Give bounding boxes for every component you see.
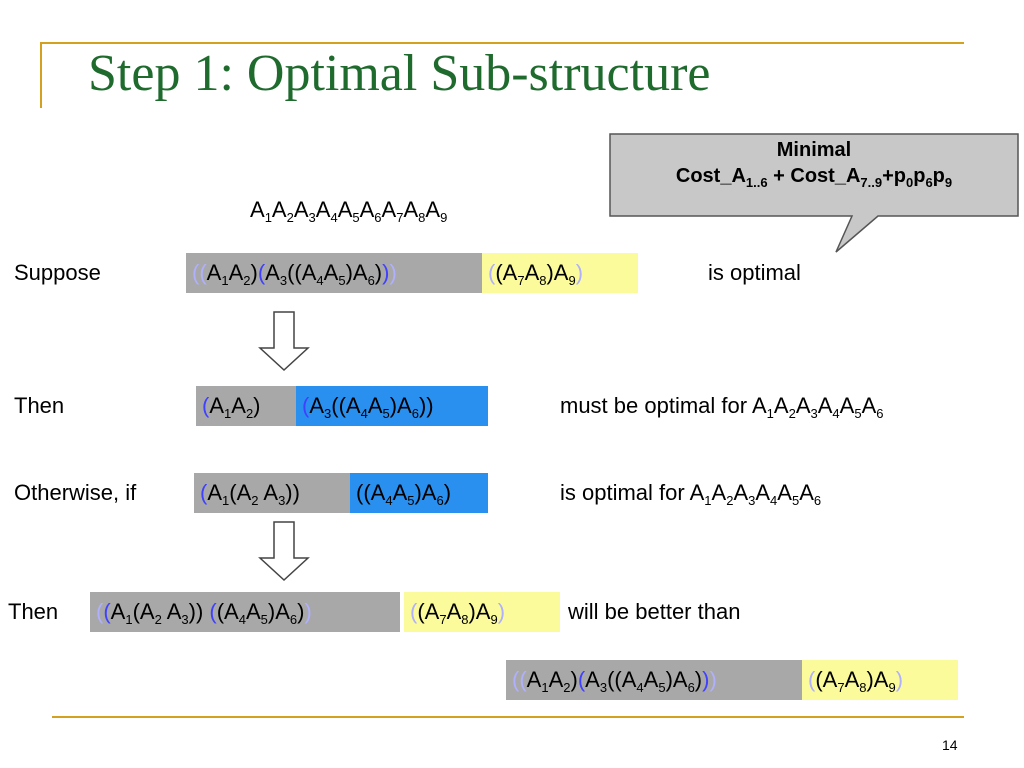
callout-line1: Minimal bbox=[776, 139, 852, 161]
row-suppose-right-box: ((A7A8)A9) bbox=[482, 253, 638, 293]
row-suppose-left-box: ((A1A2)(A3((A4A5)A6))) bbox=[186, 253, 482, 293]
row-then2-suffix: will be better than bbox=[568, 599, 741, 624]
row-suppose-label: Suppose bbox=[14, 260, 101, 285]
slide-title: Step 1: Optimal Sub-structure bbox=[88, 45, 711, 102]
row-then-label: Then bbox=[14, 393, 65, 418]
row-compare-right-box: ((A7A8)A9) bbox=[802, 660, 958, 700]
callout-text: Minimal Cost_A1..6 + Cost_A7..9+p0p6p9 bbox=[612, 137, 1016, 189]
bottom-rule bbox=[52, 716, 964, 718]
row-otherwise-left-box: (A1(A2 A3)) bbox=[194, 473, 350, 513]
row-then-suffix: must be optimal for A1A2A3A4A5A6 bbox=[560, 393, 884, 421]
row-otherwise-suffix: is optimal for A1A2A3A4A5A6 bbox=[560, 480, 822, 508]
row-then2-left-box: ((A1(A2 A3)) ((A4A5)A6)) bbox=[90, 592, 400, 632]
row-then2-label: Then bbox=[8, 599, 59, 624]
row-otherwise-label: Otherwise, if bbox=[14, 480, 137, 505]
top-rule bbox=[40, 42, 964, 44]
down-arrow-icon bbox=[258, 521, 310, 582]
row-suppose-suffix: is optimal bbox=[708, 260, 801, 285]
left-rule bbox=[40, 42, 42, 108]
row-then-left-box: (A1A2) bbox=[196, 386, 296, 426]
row-compare-left-box: ((A1A2)(A3((A4A5)A6))) bbox=[506, 660, 802, 700]
page-number: 14 bbox=[942, 737, 958, 753]
row-otherwise-right-box: ((A4A5)A6) bbox=[350, 473, 488, 513]
callout-line2: Cost_A1..6 + Cost_A7..9+p0p6p9 bbox=[675, 165, 953, 190]
matrix-product: A1A2A3A4A5A6A7A8A9 bbox=[250, 197, 448, 225]
callout-bubble bbox=[609, 133, 1019, 253]
down-arrow-icon bbox=[258, 311, 310, 372]
row-then-right-box: (A3((A4A5)A6)) bbox=[296, 386, 488, 426]
row-then2-right-box: ((A7A8)A9) bbox=[404, 592, 560, 632]
